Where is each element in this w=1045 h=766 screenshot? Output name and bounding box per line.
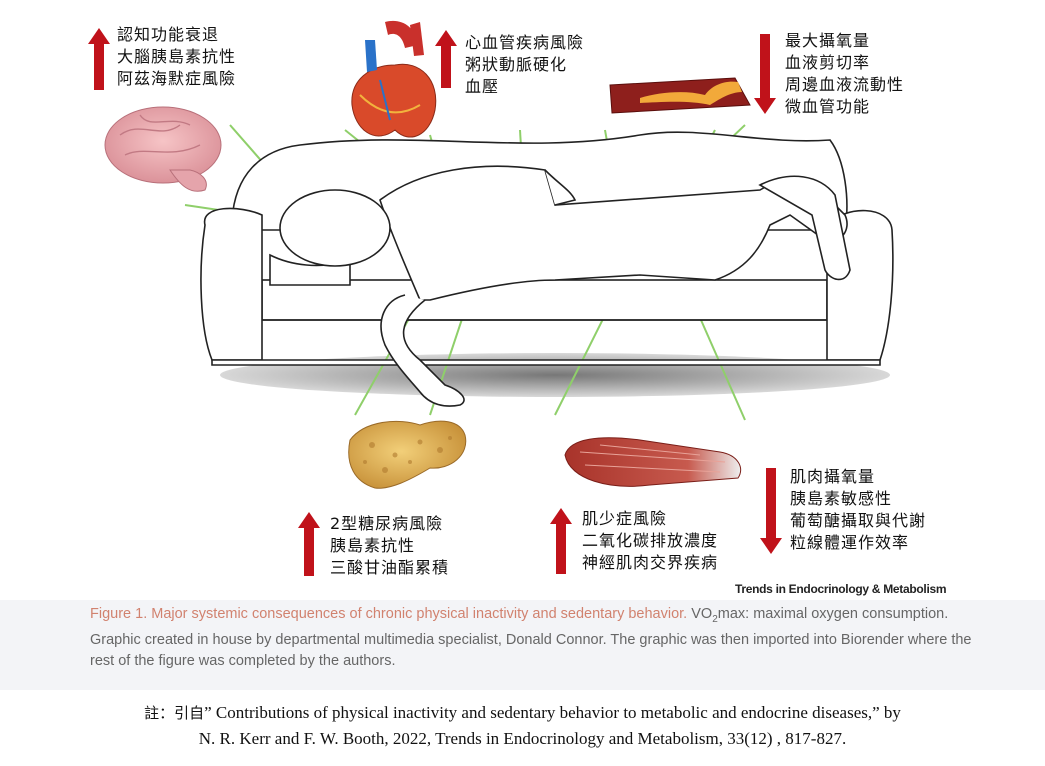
effect-text: 2型糖尿病風險 <box>330 514 444 533</box>
muscle-image <box>564 437 742 487</box>
effect-text: 周邊血液流動性 <box>785 75 905 94</box>
figure-title: Figure 1. Major systemic consequences of… <box>90 606 688 622</box>
illustration <box>104 20 894 489</box>
effect-text: 認知功能衰退 <box>117 25 220 44</box>
increase-arrow-icon <box>550 508 572 574</box>
effect-text: 肌肉攝氧量 <box>790 467 876 486</box>
effect-text: 神經肌肉交界疾病 <box>582 553 719 572</box>
heart-effects-list: 心血管疾病風險 粥狀動脈硬化 血壓 <box>465 32 584 98</box>
liver-effects-list: 2型糖尿病風險 胰島素抗性 三酸甘油酯累積 <box>330 513 449 579</box>
note-label: 註：引自 <box>144 704 205 722</box>
effect-text: 大腦胰島素抗性 <box>117 47 237 66</box>
brain-effects-list: 認知功能衰退 大腦胰島素抗性 阿茲海默症風險 <box>117 24 236 90</box>
vo2-prefix: VO <box>691 606 713 622</box>
brain-image <box>104 106 222 192</box>
note-line-2: N. R. Kerr and F. W. Booth, 2022, Trends… <box>198 729 847 748</box>
figure-caption: Figure 1. Major systemic consequences of… <box>90 604 995 672</box>
person <box>269 165 851 407</box>
caption-box <box>0 600 1045 690</box>
effect-text: 粥狀動脈硬化 <box>465 55 568 74</box>
citation-note: 註：引自” Contributions of physical inactivi… <box>0 700 1045 752</box>
caption-body: max: maximal oxygen consumption. Graphic… <box>90 606 972 669</box>
liver-image <box>348 420 467 489</box>
effect-text: 葡萄醣攝取與代謝 <box>790 511 927 530</box>
decrease-arrow-icon <box>754 34 776 114</box>
blood-vessel-image <box>609 77 751 114</box>
heart-image <box>351 20 437 138</box>
vo2-subscript: 2 <box>712 613 718 625</box>
decrease-arrow-icon <box>760 468 782 554</box>
muscle-function-list: 肌肉攝氧量 胰島素敏感性 葡萄醣攝取與代謝 粒線體運作效率 <box>790 466 926 554</box>
effect-text: 血壓 <box>465 77 500 96</box>
effect-text: 阿茲海默症風險 <box>117 69 237 88</box>
effect-text: 胰島素抗性 <box>330 536 416 555</box>
effect-text: 肌少症風險 <box>582 509 668 528</box>
effect-text: 心血管疾病風險 <box>465 33 585 52</box>
effect-text: 最大攝氧量 <box>785 31 871 50</box>
increase-arrow-icon <box>435 30 457 88</box>
effect-text: 粒線體運作效率 <box>790 533 910 552</box>
increase-arrow-icon <box>298 512 320 576</box>
effect-text: 微血管功能 <box>785 97 871 116</box>
effect-text: 血液剪切率 <box>785 53 871 72</box>
note-line-1: ” Contributions of physical inactivity a… <box>204 703 901 722</box>
muscle-risk-list: 肌少症風險 二氧化碳排放濃度 神經肌肉交界疾病 <box>582 508 718 574</box>
effect-text: 胰島素敏感性 <box>790 489 893 508</box>
effect-text: 二氧化碳排放濃度 <box>582 531 719 550</box>
journal-credit: Trends in Endocrinology & Metabolism <box>735 582 947 596</box>
vessel-effects-list: 最大攝氧量 血液剪切率 周邊血液流動性 微血管功能 <box>785 30 904 118</box>
effect-text: 三酸甘油酯累積 <box>330 558 450 577</box>
increase-arrow-icon <box>88 28 110 90</box>
